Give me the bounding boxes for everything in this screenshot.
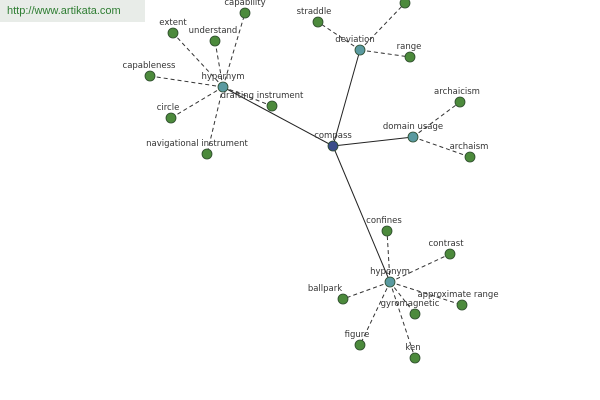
- node-label-hypernym1: hypernym: [201, 72, 244, 82]
- edge-hyponym-figure: [359, 281, 391, 346]
- node-domain-usage[interactable]: [407, 131, 419, 143]
- edge-hyponym-gyromagnetic: [389, 281, 416, 315]
- node-ballpark[interactable]: [337, 293, 349, 305]
- node-label-deviation: deviation: [335, 35, 375, 45]
- node-label-archaism: archaism: [450, 142, 489, 152]
- node-label-capableness: capableness: [123, 61, 177, 71]
- node-label-drafting-instrument: drafting instrument: [221, 91, 304, 101]
- edge-hyponym-ken: [389, 281, 416, 359]
- node-label-figure: figure: [345, 330, 370, 340]
- edge-deviation-straddle: [317, 21, 361, 51]
- node-label-gyromagnetic: gyromagnetic: [381, 299, 440, 309]
- node-deviation[interactable]: [354, 44, 366, 56]
- node-capability[interactable]: [239, 7, 251, 19]
- edge-hypernym1-circle: [170, 86, 224, 119]
- node-label-capability: capability: [224, 0, 265, 8]
- edge-hyponym-confines: [386, 230, 391, 283]
- edge-hypernym1-capableness: [149, 75, 224, 88]
- node-label-domain-usage: domain usage: [383, 122, 443, 132]
- node-gyromagnetic[interactable]: [409, 308, 421, 320]
- edge-hypernym1-extent: [172, 32, 224, 88]
- node-range[interactable]: [404, 51, 416, 63]
- node-confines[interactable]: [381, 225, 393, 237]
- node-compass[interactable]: [327, 140, 339, 152]
- node-label-ballpark: ballpark: [308, 284, 342, 294]
- node-label-extent: extent: [159, 18, 187, 28]
- node-navigational-instrument[interactable]: [201, 148, 213, 160]
- nodes-layer: [144, 0, 476, 364]
- edge-hypernym1-understand: [214, 40, 224, 88]
- node-deviation-top[interactable]: [399, 0, 411, 9]
- edge-deviation-deviation-top: [359, 2, 406, 51]
- node-drafting-instrument[interactable]: [266, 100, 278, 112]
- node-archaism[interactable]: [464, 151, 476, 163]
- node-label-approximate-range: approximate range: [417, 290, 498, 300]
- node-hyponym[interactable]: [384, 276, 396, 288]
- node-label-range: range: [397, 42, 422, 52]
- node-archaicism[interactable]: [454, 96, 466, 108]
- edge-compass-hypernym1: [222, 86, 334, 147]
- node-approximate-range[interactable]: [456, 299, 468, 311]
- node-extent[interactable]: [167, 27, 179, 39]
- edge-compass-deviation: [332, 49, 361, 147]
- edge-hyponym-ballpark: [342, 281, 391, 300]
- node-label-navigational-instrument: navigational instrument: [146, 139, 248, 149]
- node-label-ken: ken: [405, 343, 420, 353]
- edge-deviation-range: [359, 49, 411, 58]
- edge-hyponym-approximate-range: [389, 281, 463, 306]
- labels-layer: compass hypernym deviation domain usage hypo…: [123, 0, 499, 353]
- node-understand[interactable]: [209, 35, 221, 47]
- node-label-confines: confines: [366, 216, 402, 226]
- node-label-straddle: straddle: [297, 7, 332, 17]
- edge-domain-usage-archaicism: [412, 101, 461, 138]
- edge-hypernym1-navigational-instrument: [206, 86, 224, 155]
- node-figure[interactable]: [354, 339, 366, 351]
- edge-compass-domain-usage: [332, 136, 414, 147]
- edge-hypernym1-capability: [222, 12, 246, 88]
- node-circle[interactable]: [165, 112, 177, 124]
- node-label-contrast: contrast: [428, 239, 464, 249]
- edge-hypernym1-drafting-instrument: [222, 86, 273, 107]
- node-label-circle: circle: [157, 103, 180, 113]
- node-ken[interactable]: [409, 352, 421, 364]
- node-label-understand: understand: [189, 26, 238, 36]
- edge-domain-usage-archaism: [412, 136, 471, 158]
- node-label-hyponym: hyponym: [370, 267, 410, 277]
- edges-layer: [149, 2, 471, 359]
- node-straddle[interactable]: [312, 16, 324, 28]
- node-contrast[interactable]: [444, 248, 456, 260]
- node-hypernym1[interactable]: [217, 81, 229, 93]
- node-label-archaicism: archaicism: [434, 87, 480, 97]
- node-capableness[interactable]: [144, 70, 156, 82]
- edge-compass-hyponym: [332, 145, 391, 283]
- watermark-url: http://www.artikata.com: [0, 0, 145, 22]
- node-label-compass: compass: [314, 131, 352, 141]
